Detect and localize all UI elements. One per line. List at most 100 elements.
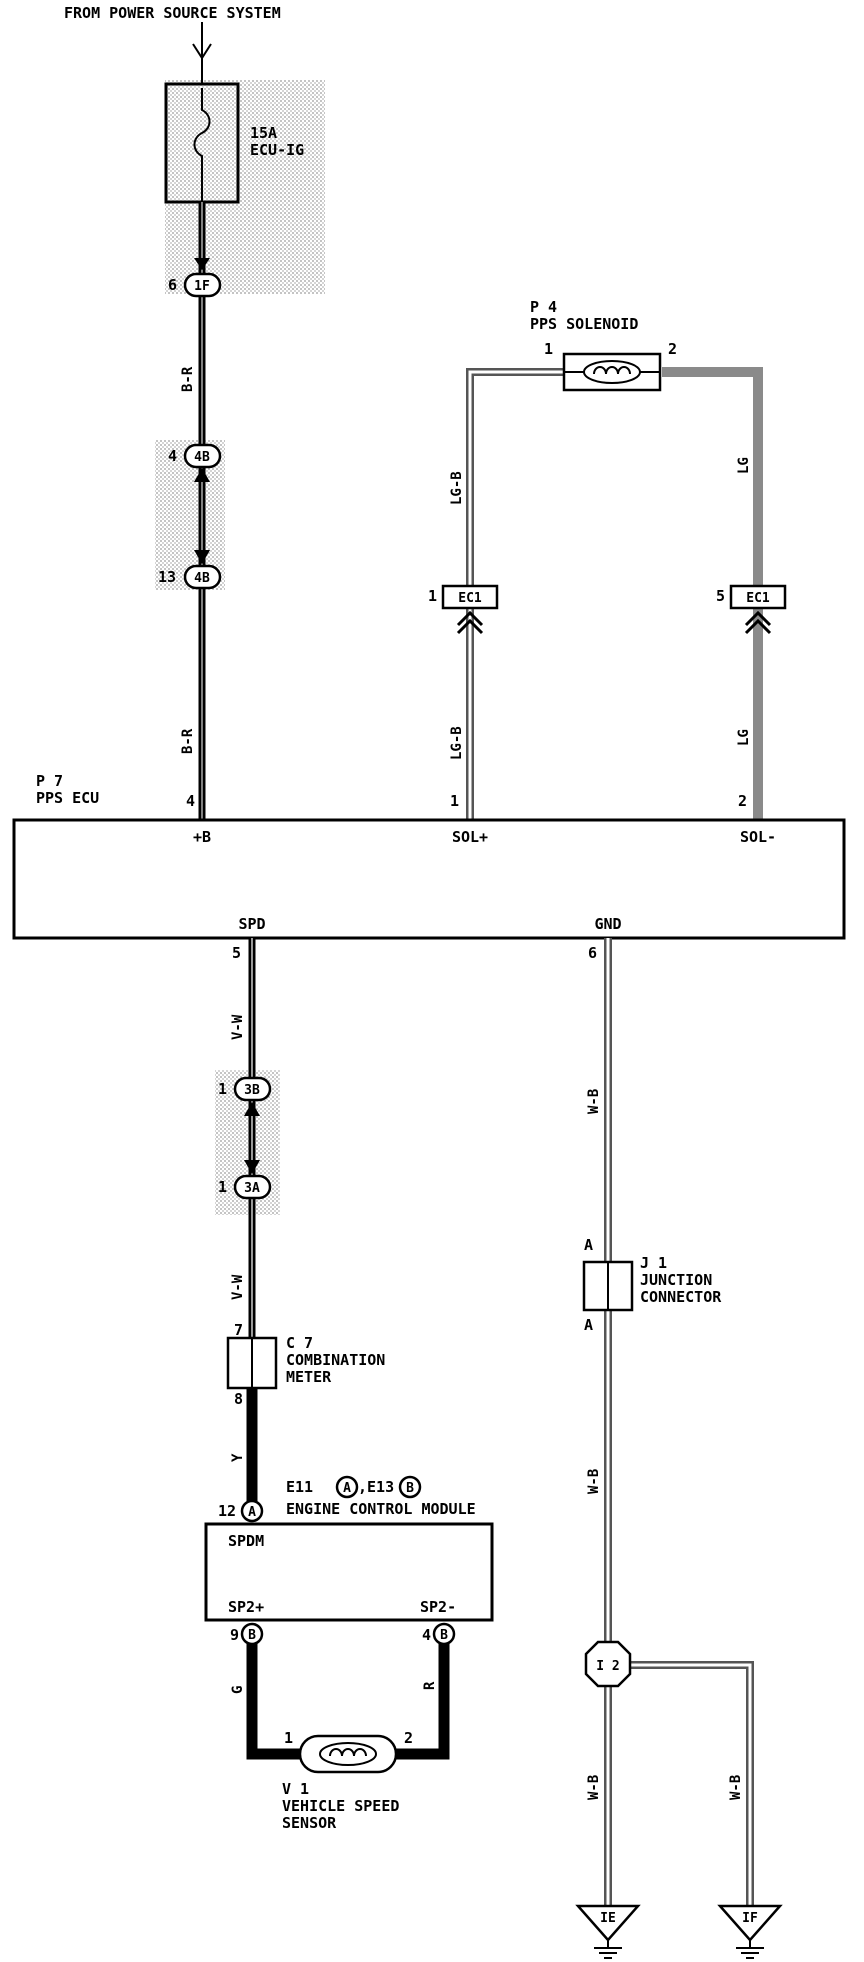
wire-label-wb1: W-B [586,1089,602,1114]
wire-label-lgb2: LG-B [449,726,465,760]
source-arrow-icon [192,43,212,60]
ecm-code-b-badge [398,1475,422,1499]
meter-pin-bot: 8 [234,1390,243,1408]
ground-if-triangle [717,1904,783,1942]
c3a-arrow-icon [244,1160,260,1174]
ecm-box [204,1522,494,1622]
ecu-term-spd: SPD [238,915,265,933]
ecm-a-connector [240,1499,264,1523]
wire-label-br2: B-R [180,728,196,754]
junction-pin-top: A [584,1236,593,1254]
ecm-code-a-badge [335,1475,359,1499]
ground-if-label: IF [742,1911,758,1926]
solenoid-name: PPS SOLENOID [530,315,638,333]
c4b-top-pin: 4 [168,447,177,465]
wire-g [246,1630,300,1760]
c3b-id: 3B [244,1083,260,1098]
ecm-codes-prefix: E11 [286,1478,313,1496]
ecu-pin-spd: 5 [232,944,241,962]
ecu-pin-b: 4 [186,792,195,810]
junction-pin-bot: A [584,1316,593,1334]
ecu-pin-solm: 2 [738,792,747,810]
splice-octagon [584,1640,632,1688]
ecu-pin-solp: 1 [450,792,459,810]
fuse-icon [193,88,211,202]
ec1-right-chevron2-icon [744,618,772,635]
ec1-left-pin: 1 [428,587,437,605]
ecmb-right-connector [432,1622,456,1646]
meter-name2: METER [286,1368,332,1386]
ecm-name: ENGINE CONTROL MODULE [286,1500,476,1518]
solenoid-pin2: 2 [668,340,677,358]
ecm-code-b: B [406,1481,414,1496]
sensor-pin1: 1 [284,1729,293,1747]
ec1-left-chevron2-icon [456,618,484,635]
junction-name1: JUNCTION [640,1271,712,1289]
ecm-codes-mid: ,E13 [358,1478,394,1496]
fuse-output-arrow-icon [194,258,210,270]
sensor-coil-icon [319,1742,377,1766]
c4b-bot-id: 4B [194,571,210,586]
ecu-term-solp: SOL+ [452,828,488,846]
c3a-pin: 1 [218,1178,227,1196]
junction-name2: CONNECTOR [640,1288,722,1306]
wire-label-vw2: V-W [230,1274,246,1300]
ecmb-right-id: B [440,1628,448,1643]
sensor-body [298,1734,398,1774]
ec1-right-connector [729,584,787,610]
ecm-a-pin: 12 [218,1502,236,1520]
ecmb-left-connector [240,1622,264,1646]
c3a-connector [233,1174,272,1200]
wire-label-vw1: V-W [230,1014,246,1040]
fuse-name: ECU-IG [250,141,304,159]
solenoid-coil-icon [583,360,641,384]
c1f-connector [183,272,222,298]
c4b-top-arrow-icon [194,468,210,482]
splice-id: I 2 [596,1659,619,1674]
sensor-name2: SENSOR [282,1814,337,1832]
ground-ie-label: IE [600,1911,616,1926]
c3a-id: 3A [244,1181,260,1196]
c4b-bot-arrow-icon [194,550,210,564]
meter-name1: COMBINATION [286,1351,385,1369]
ecm-term-sp2p: SP2+ [228,1598,264,1616]
ecu-box [12,818,846,940]
c3b-pin: 1 [218,1080,227,1098]
ecmb-left-id: B [248,1628,256,1643]
wire-label-br1: B-R [180,366,196,392]
ecu-pin-gnd: 6 [588,944,597,962]
ecm-term-spdm: SPDM [228,1532,264,1550]
solenoid-coil-loops [593,366,631,375]
wire-label-wb2: W-B [586,1469,602,1494]
shade-fuse-block [165,80,325,294]
ec1-left-id: EC1 [458,591,482,606]
ecm-a-id: A [248,1505,256,1520]
ec1-right-pin: 5 [716,587,725,605]
ecu-term-solm: SOL- [740,828,776,846]
ecu-name: PPS ECU [36,789,99,807]
sensor-coil-loops [329,1748,367,1757]
ecm-code-a: A [343,1481,351,1496]
fuse-rating: 15A [250,124,277,142]
wire-label-g: G [230,1686,246,1694]
c4b-top-connector [183,443,222,469]
c1f-id: 1F [194,279,210,294]
solenoid-code: P 4 [530,298,557,316]
meter-code: C 7 [286,1334,313,1352]
ecmb-left-pin: 9 [230,1626,239,1644]
c3b-arrow-icon [244,1102,260,1116]
sensor-name1: VEHICLE SPEED [282,1797,399,1815]
wire-lg [662,367,763,820]
ecmb-right-pin: 4 [422,1626,431,1644]
wire-label-wb3: W-B [586,1775,602,1800]
wire-label-lgb1: LG-B [449,471,465,505]
wire-label-r: R [422,1681,438,1690]
c4b-top-id: 4B [194,450,210,465]
wire-lg-b-core [468,370,566,820]
ground-ie-triangle [575,1904,641,1942]
c1f-pin: 6 [168,276,177,294]
ecu-code: P 7 [36,772,63,790]
ecu-term-gnd: GND [594,915,621,933]
ecu-term-b: +B [193,828,211,846]
